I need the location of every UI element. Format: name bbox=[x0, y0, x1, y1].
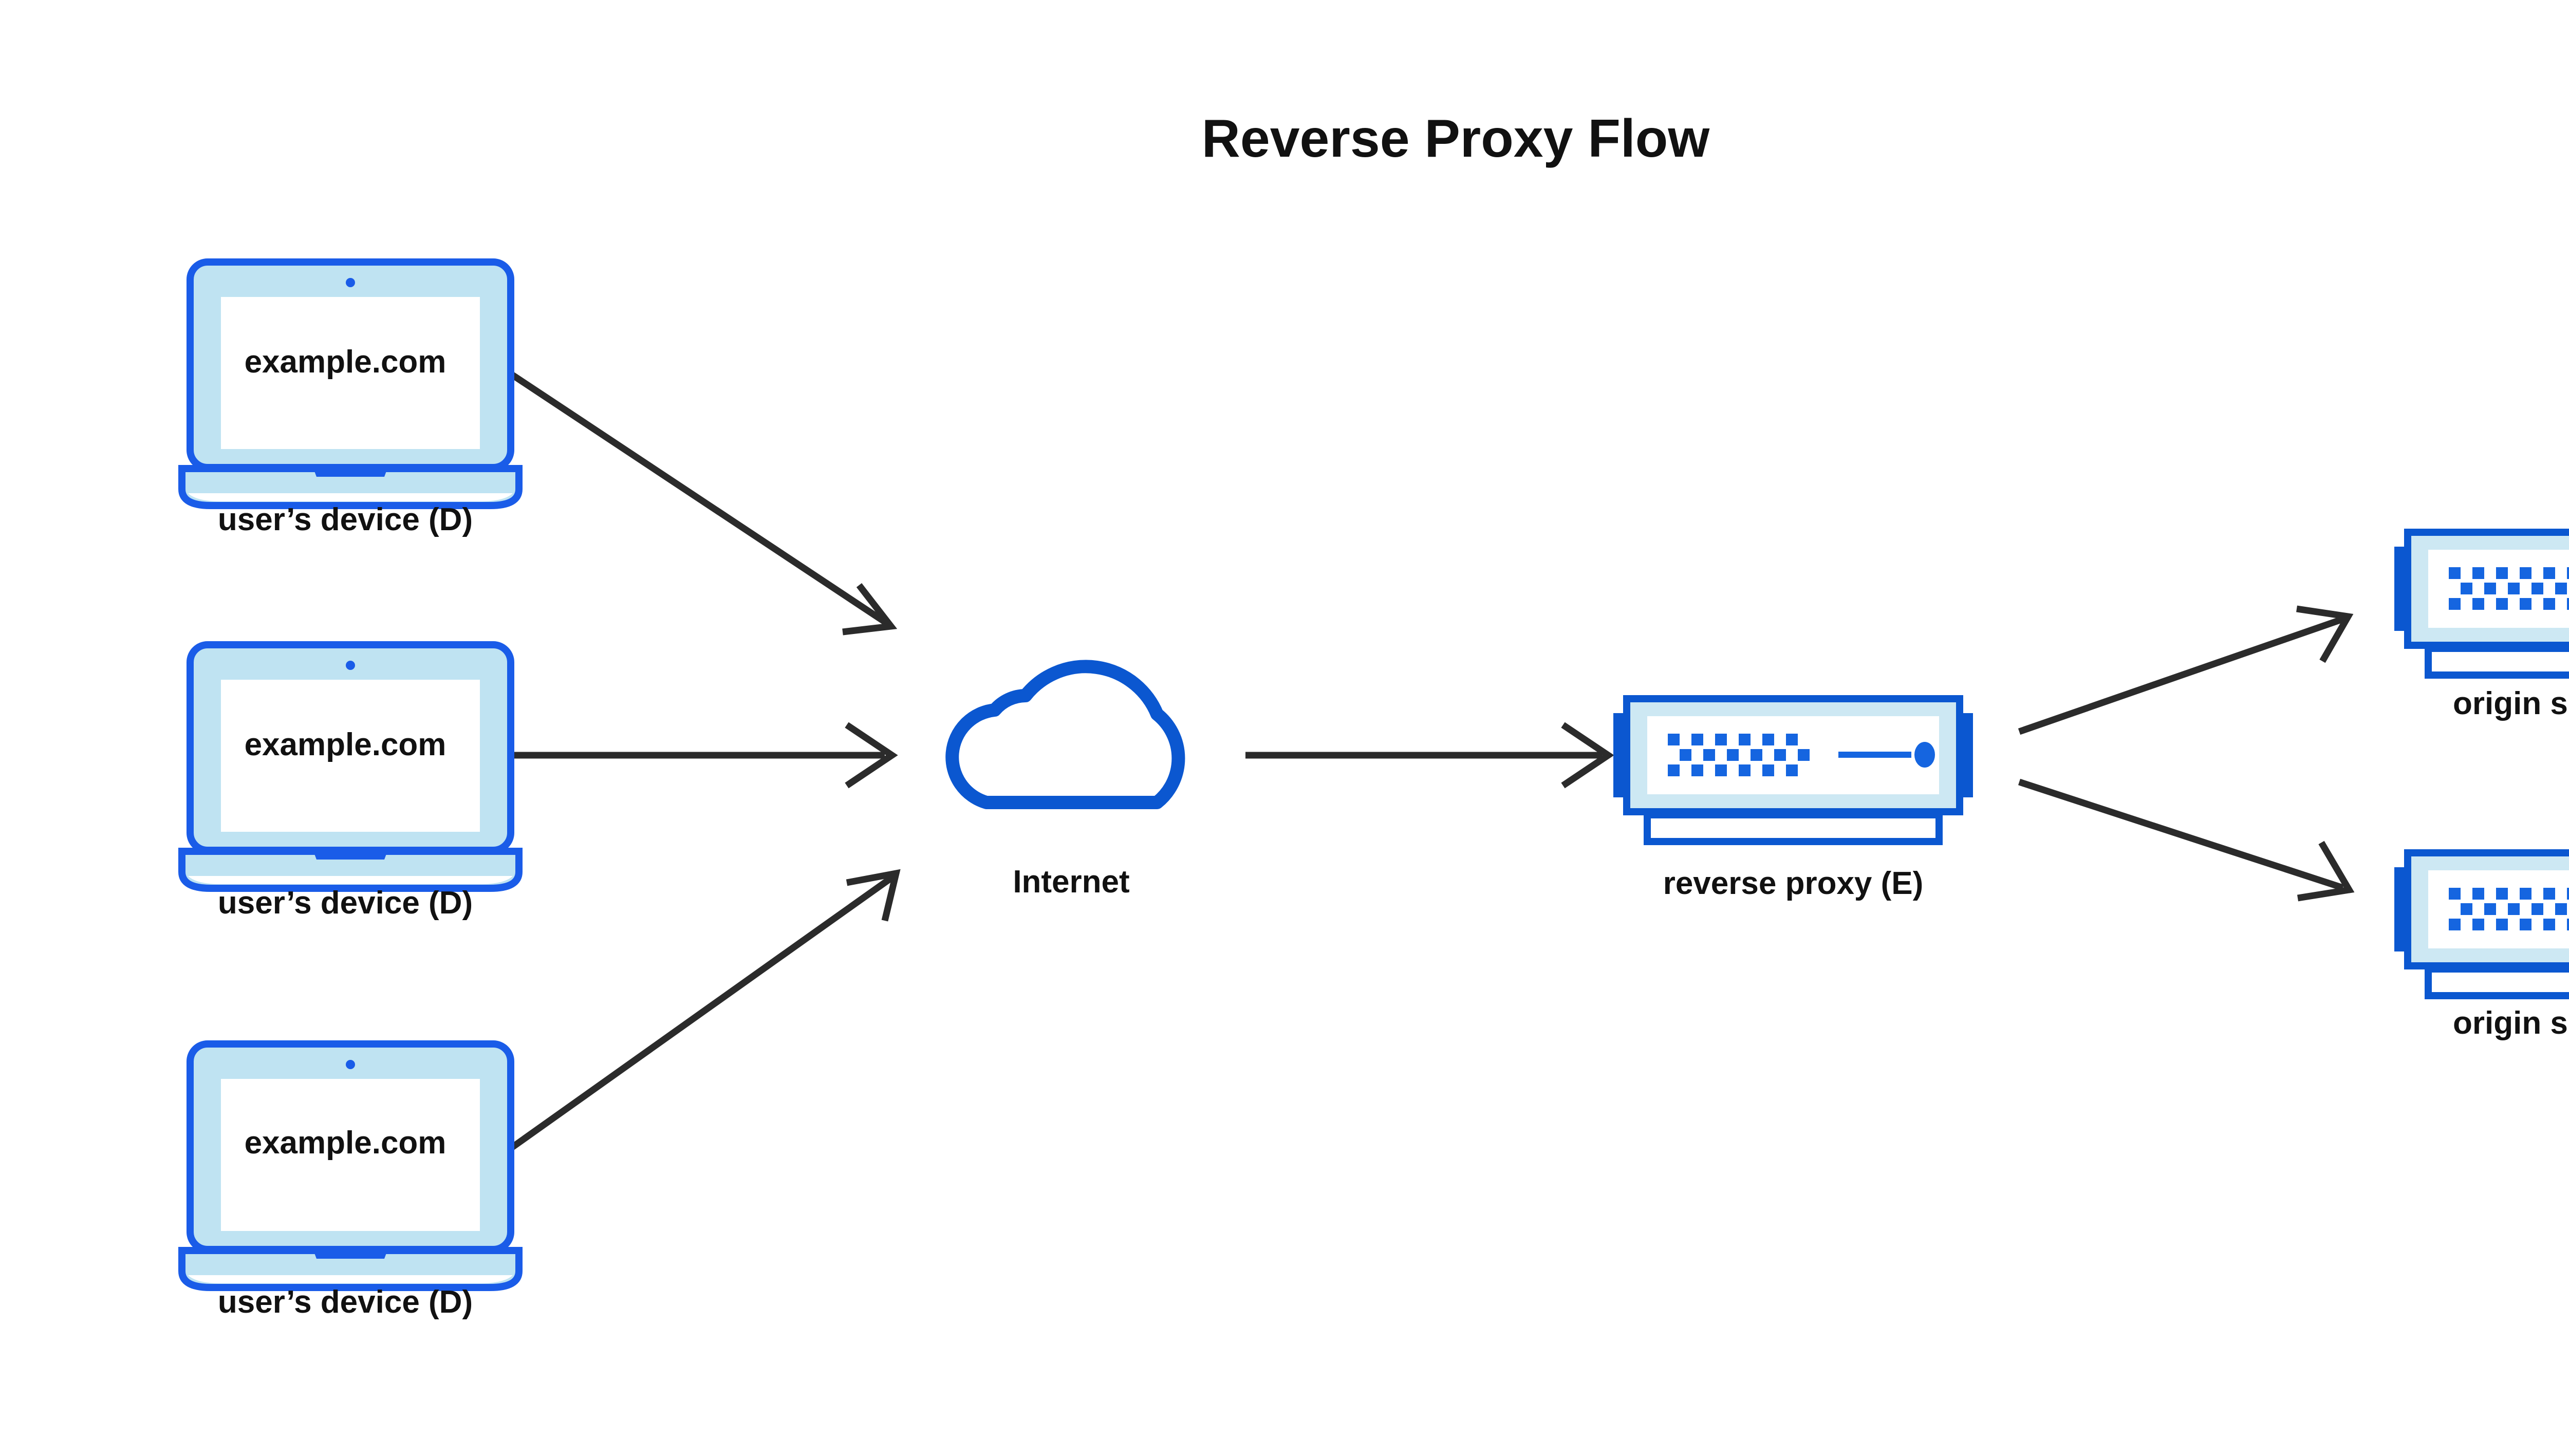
node-internet-cloud[interactable]: Internet bbox=[952, 666, 1178, 900]
edge-device2-to-internet bbox=[509, 722, 898, 789]
laptop-screen-text-3: example.com bbox=[245, 1125, 446, 1161]
edge-device1-to-internet bbox=[507, 369, 898, 636]
node-label-user-device-1: user’s device (D) bbox=[218, 502, 473, 537]
edge-device3-to-internet bbox=[507, 869, 901, 1153]
node-label-user-device-3: user’s device (D) bbox=[218, 1284, 473, 1320]
edge-reverse-proxy-to-origin2 bbox=[2018, 778, 2355, 902]
node-user-device-1[interactable]: example.com user’s device (D) bbox=[182, 262, 519, 537]
node-label-reverse-proxy: reverse proxy (E) bbox=[1663, 866, 1924, 901]
edge-internet-to-reverse-proxy bbox=[1245, 722, 1614, 789]
node-label-origin-server-1: origin server (F) bbox=[2453, 686, 2569, 721]
node-user-device-3[interactable]: example.com user’s device (D) bbox=[182, 1044, 519, 1320]
node-reverse-proxy[interactable]: reverse proxy (E) bbox=[1613, 699, 1973, 901]
edge-group bbox=[507, 369, 2355, 1153]
laptop-screen-text-2: example.com bbox=[245, 727, 446, 762]
edge-reverse-proxy-to-origin1 bbox=[2018, 605, 2354, 735]
node-label-origin-server-2: origin server (F) bbox=[2453, 1005, 2569, 1041]
node-label-user-device-2: user’s device (D) bbox=[218, 885, 473, 921]
node-user-device-2[interactable]: example.com user’s device (D) bbox=[182, 645, 519, 921]
page-title: Reverse Proxy Flow bbox=[1202, 109, 1710, 169]
node-origin-server-2[interactable]: origin server (F) bbox=[2394, 853, 2569, 1041]
node-label-internet: Internet bbox=[1013, 864, 1129, 900]
node-origin-server-1[interactable]: origin server (F) bbox=[2394, 532, 2569, 721]
laptop-screen-text-1: example.com bbox=[245, 344, 446, 380]
